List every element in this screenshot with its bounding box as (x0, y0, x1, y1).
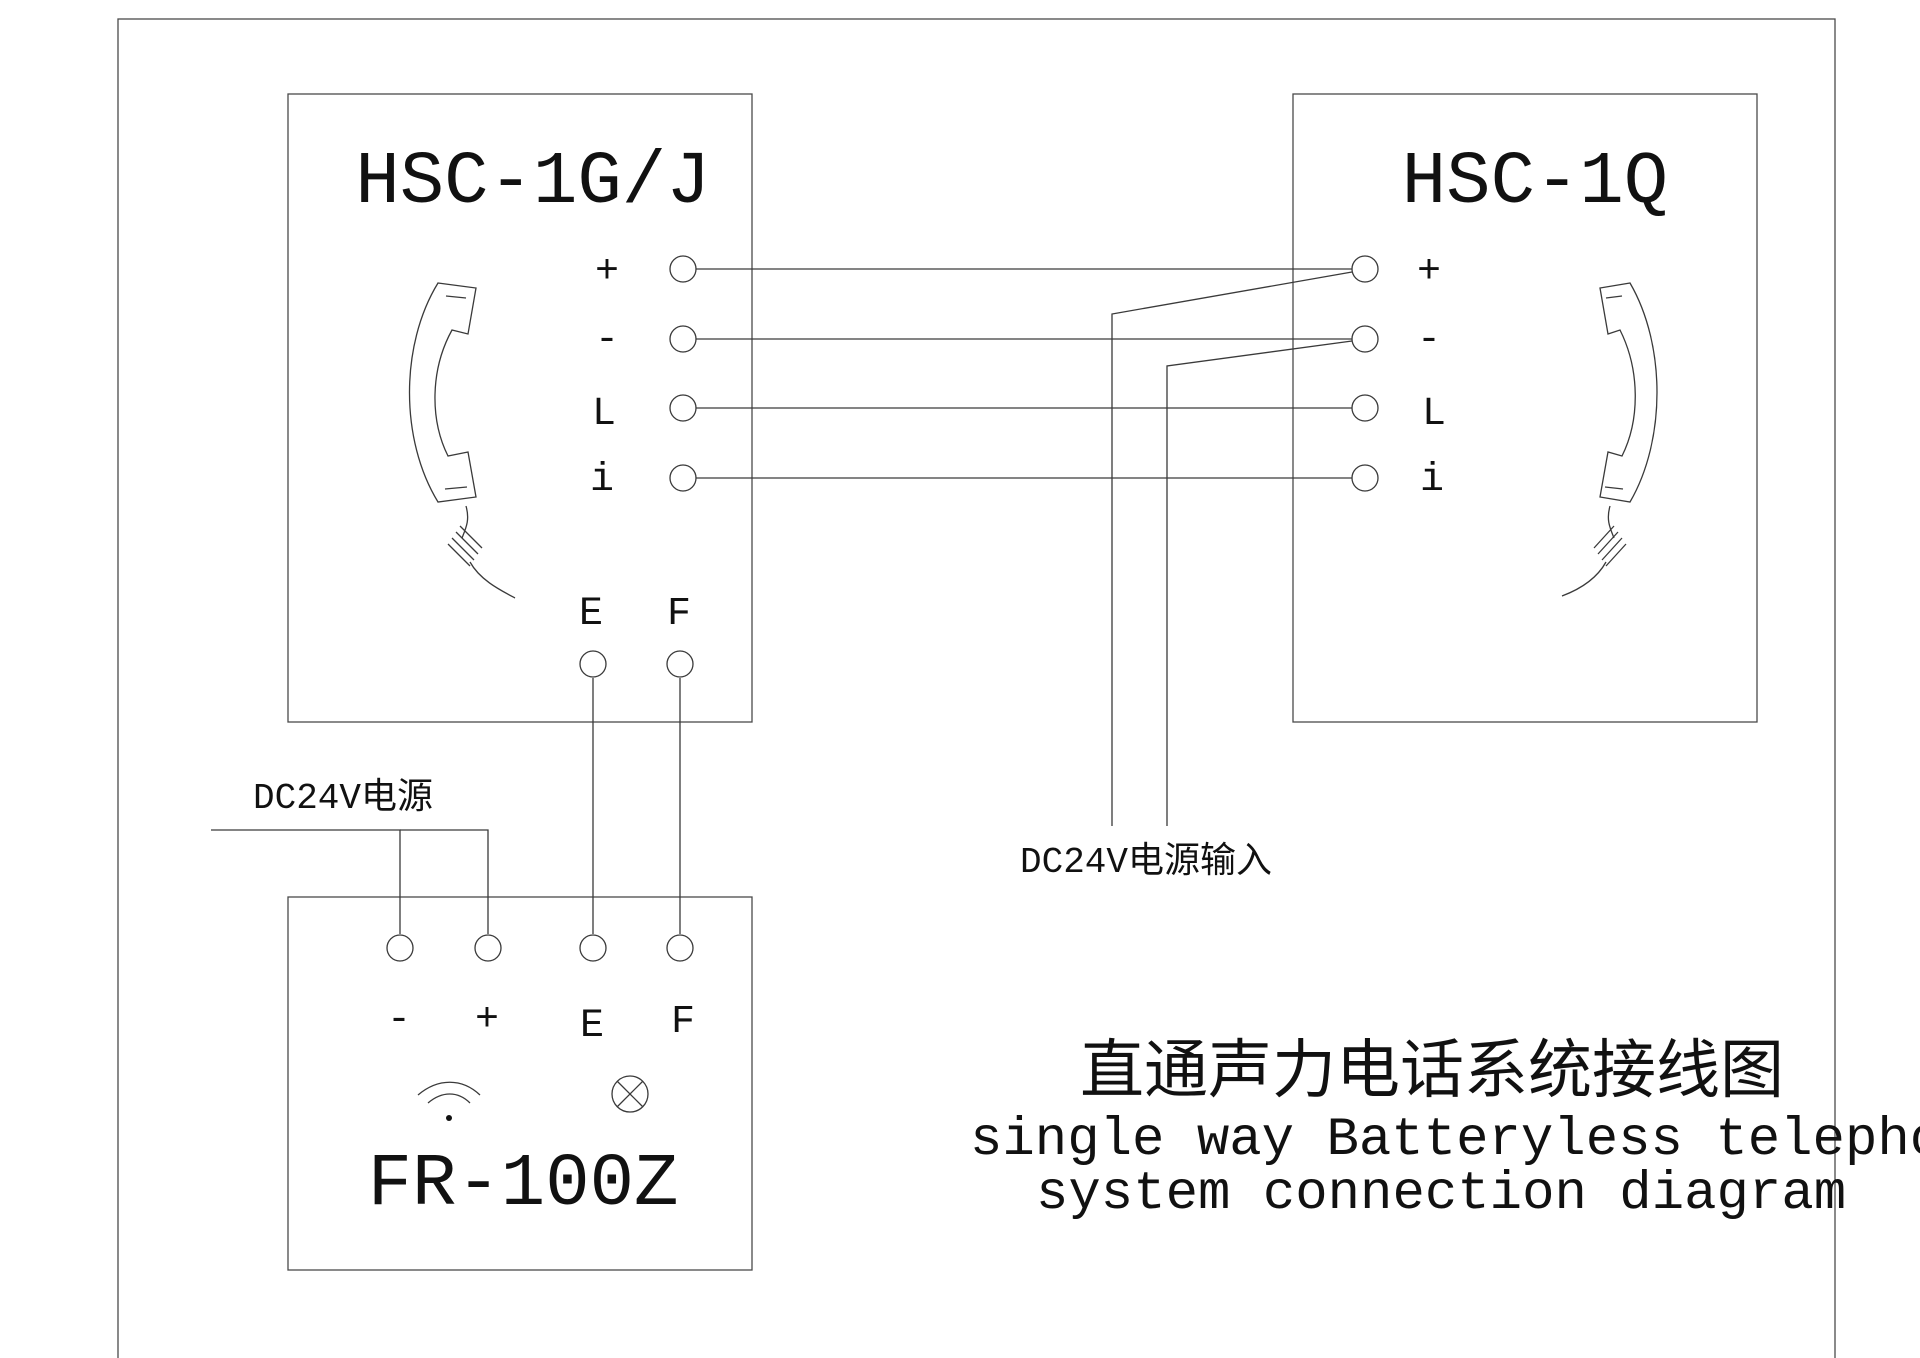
power-unit-model: FR-100Z (368, 1143, 679, 1227)
power-input-label: DC24V电源输入 (1020, 840, 1272, 883)
left-pin-plus-label: + (595, 250, 619, 295)
power-pin-minus-label: - (387, 998, 411, 1043)
power-terminal-plus (474, 934, 502, 962)
left-pin-i-label: i (590, 458, 614, 503)
right-pin-minus-label: - (1417, 318, 1441, 363)
power-terminal-minus (386, 934, 414, 962)
power-terminal-f (666, 934, 694, 962)
indicator-lamp-icon (611, 1075, 649, 1113)
right-terminal-i (1351, 464, 1379, 492)
left-pin-e-label: E (579, 592, 603, 637)
wireless-signal-icon (417, 1081, 481, 1121)
power-supply-lead-plus (400, 829, 489, 934)
diagram-title-english-line1: single way Batteryless telephone (970, 1110, 1920, 1171)
left-terminal-l (669, 394, 697, 422)
left-terminal-e (579, 650, 607, 678)
power-input-lead-plus (1111, 271, 1353, 826)
power-pin-plus-label: + (475, 998, 499, 1043)
power-terminal-e (579, 934, 607, 962)
left-terminal-f (666, 650, 694, 678)
left-terminal-i (669, 464, 697, 492)
left-phone-model: HSC-1G/J (355, 141, 710, 225)
diagram-title-english-line2: system connection diagram (1036, 1164, 1846, 1225)
right-terminal-l (1351, 394, 1379, 422)
power-pin-f-label: F (671, 1000, 695, 1045)
drawing-frame (117, 18, 1836, 1358)
right-phone-model: HSC-1Q (1402, 141, 1668, 225)
left-handset-icon (408, 282, 516, 599)
right-pin-i-label: i (1420, 458, 1444, 503)
power-input-lead-minus (1166, 340, 1353, 826)
left-terminal-minus (669, 325, 697, 353)
power-unit-box (287, 896, 753, 1271)
power-supply-lead-minus (211, 829, 401, 934)
left-pin-minus-label: - (595, 318, 619, 363)
right-pin-plus-label: + (1417, 250, 1441, 295)
right-terminal-plus (1351, 255, 1379, 283)
left-pin-l-label: L (592, 392, 616, 437)
power-supply-label: DC24V电源 (253, 777, 433, 819)
left-pin-f-label: F (667, 592, 691, 637)
left-terminal-plus (669, 255, 697, 283)
right-pin-l-label: L (1422, 392, 1446, 437)
right-terminal-minus (1351, 325, 1379, 353)
power-pin-e-label: E (580, 1004, 604, 1049)
right-handset-icon (1561, 282, 1658, 597)
diagram-title-chinese: 直通声力电话系统接线图 (1080, 1034, 1784, 1108)
